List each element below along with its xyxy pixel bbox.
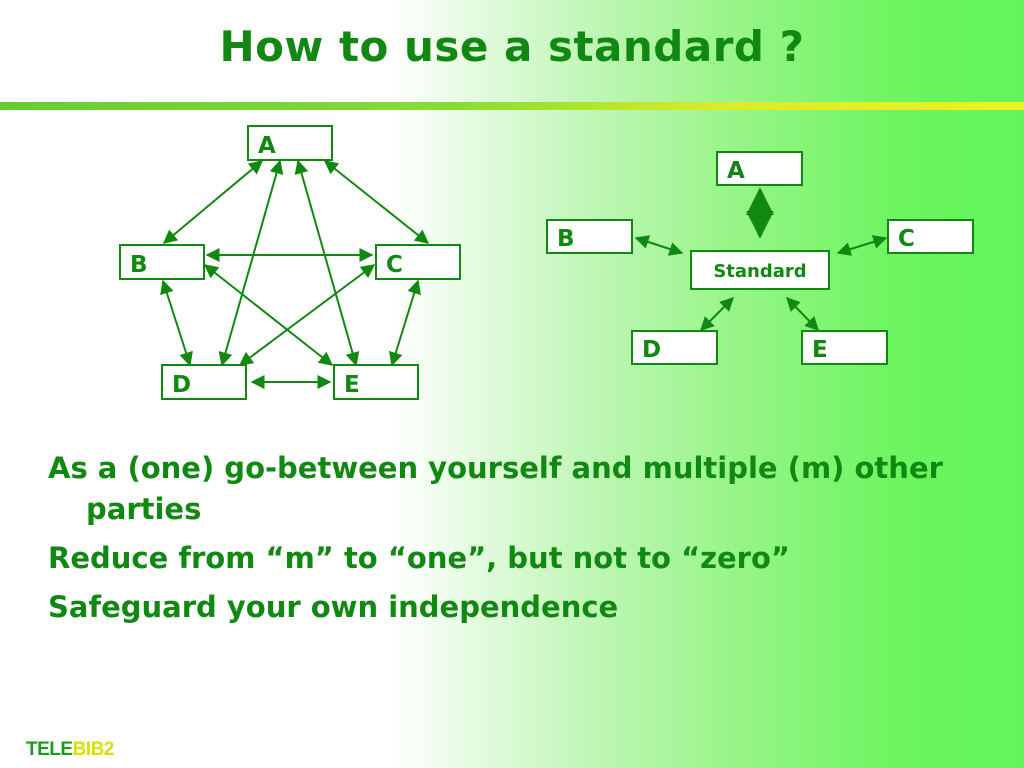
edge-d-standard	[700, 297, 734, 331]
mesh-node-c-box	[375, 244, 461, 280]
star-node-d-box	[631, 330, 718, 365]
edge-b-standard	[634, 235, 684, 256]
edge-e-standard	[786, 296, 819, 332]
star-node-b-box	[546, 219, 633, 254]
star-node-c: C	[898, 226, 915, 252]
star-node-a-box	[716, 151, 803, 186]
mesh-node-a-box	[247, 125, 333, 161]
edge-c-e	[389, 279, 421, 367]
star-node-e: E	[812, 337, 828, 363]
bullet-list: As a (one) go-between yourself and multi…	[48, 448, 1008, 636]
mesh-node-b: B	[130, 252, 148, 278]
star-node-standard-box	[690, 250, 830, 290]
edge-c-standard	[836, 235, 888, 256]
mesh-node-e-box	[333, 364, 419, 400]
edge-b-d	[160, 279, 193, 367]
telebib2-logo: TELEBIB2	[26, 739, 114, 761]
slide-title: How to use a standard ?	[219, 22, 805, 71]
mesh-node-d: D	[172, 372, 191, 398]
star-diagram	[634, 187, 888, 332]
mesh-node-c: C	[386, 252, 403, 278]
mesh-diagram	[160, 159, 430, 389]
edge-b-e	[203, 264, 334, 366]
edge-a-b	[162, 160, 264, 244]
edge-c-d	[238, 264, 376, 366]
star-node-e-box	[801, 330, 888, 365]
title-divider	[0, 102, 1024, 110]
bullet-item: Reduce from “m” to “one”, but not to “ze…	[48, 541, 790, 575]
star-node-b: B	[557, 226, 575, 252]
logo-part-2: BIB2	[72, 739, 115, 760]
star-nodes	[546, 151, 974, 365]
mesh-node-b-box	[119, 244, 205, 280]
mesh-node-e: E	[344, 372, 360, 398]
edge-a-c	[323, 160, 430, 244]
star-node-a: A	[727, 158, 745, 184]
diagrams: A B C D E A B C Standard D E	[119, 125, 974, 400]
mesh-nodes	[119, 125, 461, 400]
bullet-item: As a (one) go-between yourself and multi…	[48, 451, 943, 526]
star-node-c-box	[887, 219, 974, 254]
logo-part-1: TELE	[26, 739, 73, 760]
edge-a-d	[218, 159, 284, 367]
mesh-node-d-box	[161, 364, 247, 400]
bullet-item: Safeguard your own independence	[48, 590, 619, 624]
mesh-node-a: A	[258, 133, 276, 159]
star-node-d: D	[642, 337, 661, 363]
star-node-standard: Standard	[713, 261, 806, 282]
edge-a-e	[294, 159, 360, 367]
